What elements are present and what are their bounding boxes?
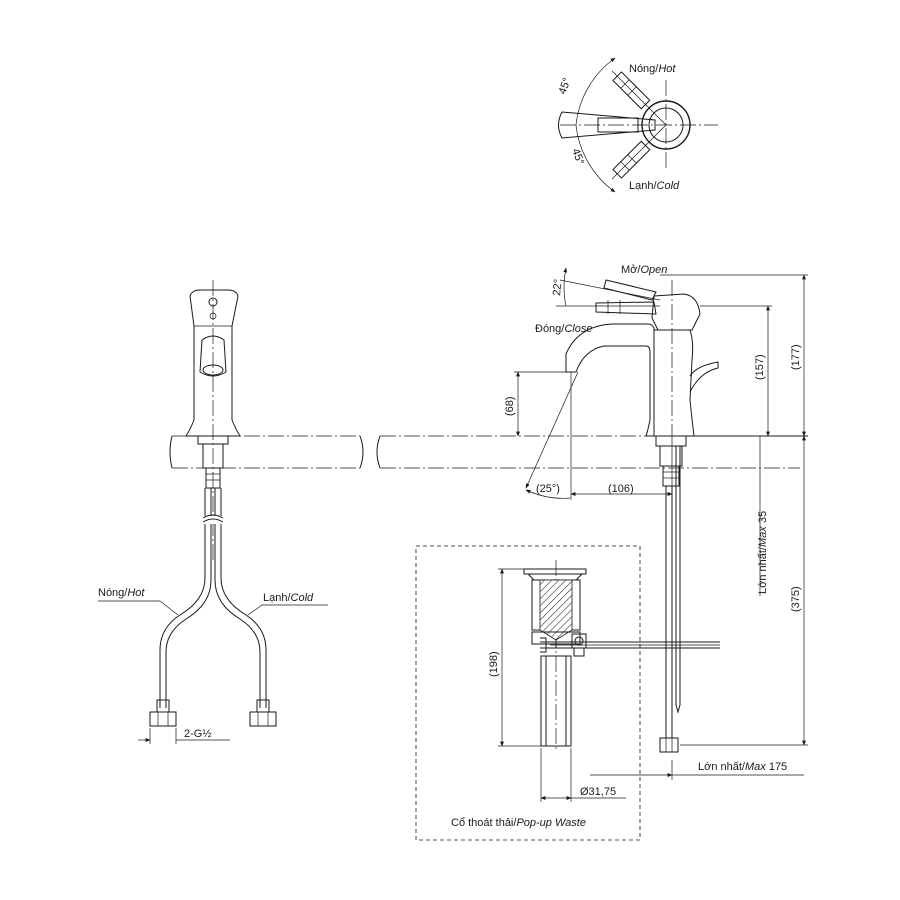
popup-waste-detail: (198) Ø31,75 Cổ thoát thải/Pop-up Waste: [415, 545, 720, 841]
angle-45-bottom: 45°: [569, 147, 586, 167]
body-height: (157): [754, 354, 766, 380]
handle-angle: 22°: [551, 279, 564, 297]
front-view: 2-G½ Nóng/Hot Lạnh/Cold: [98, 280, 328, 744]
connector-size: 2-G½: [184, 728, 212, 740]
handle-top-view: 45° 45° Nóng/Hot Lạnh/Cold: [557, 57, 718, 193]
waste-height: (198): [488, 651, 500, 677]
spout-height: (68): [504, 396, 516, 416]
close-label: Đóng/Close: [535, 323, 592, 335]
front-cold-label: Lạnh/Cold: [263, 592, 314, 604]
side-view: 22° Mở/Open Đóng/Close (25°) (106) (68) …: [504, 264, 808, 780]
spout-reach: (106): [608, 483, 634, 495]
waste-caption: Cổ thoát thải/Pop-up Waste: [451, 817, 586, 829]
hose-length: (375): [790, 586, 802, 612]
angle-45-top: 45°: [557, 76, 574, 96]
max-below-counter: Lớn nhất/Max 175: [698, 761, 787, 773]
spout-angle: (25°): [536, 483, 560, 495]
total-height: (177): [790, 344, 802, 370]
top-hot-label: Nóng/Hot: [629, 63, 676, 75]
waste-diameter: Ø31,75: [580, 786, 616, 798]
max-counter-thickness: Lớn nhất/Max 35: [757, 511, 769, 594]
front-hot-label: Nóng/Hot: [98, 587, 145, 599]
top-cold-label: Lạnh/Cold: [629, 180, 680, 192]
countertop: [169, 435, 808, 469]
open-label: Mở/Open: [621, 264, 667, 276]
